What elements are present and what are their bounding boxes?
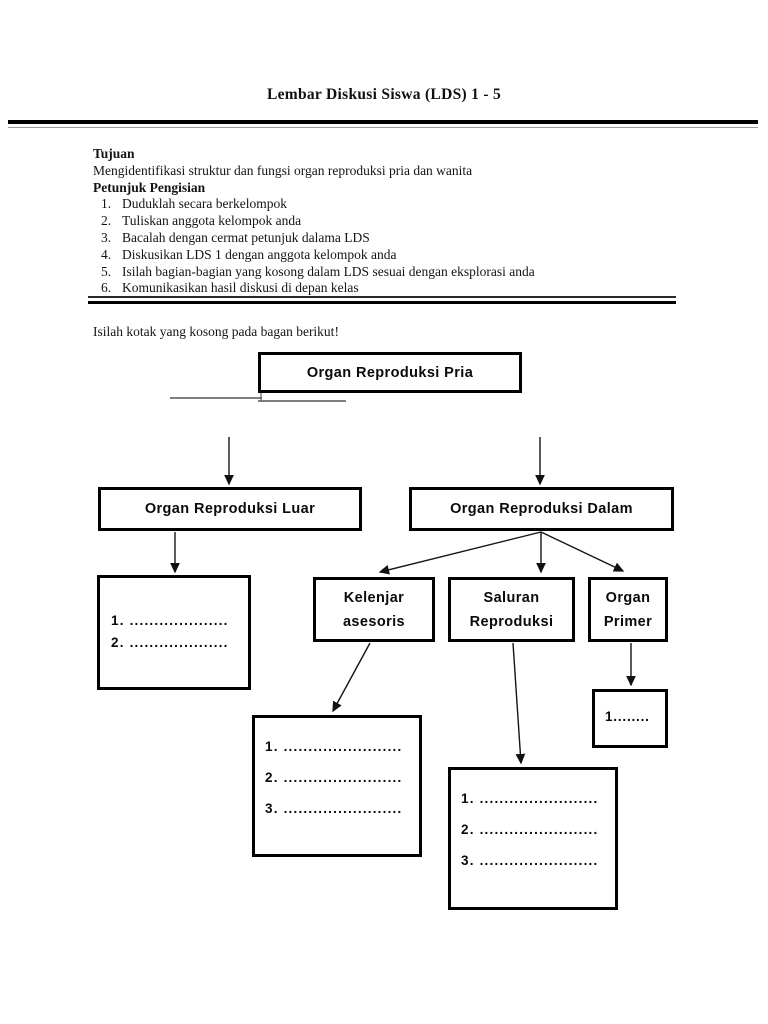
instruction-item: 1. Duduklah secara berkelompok bbox=[93, 196, 713, 213]
arrow-dalam-to-kelenjar bbox=[378, 531, 542, 575]
instruction-text: Duduklah secara berkelompok bbox=[122, 196, 287, 212]
instruction-number: 6. bbox=[101, 280, 112, 296]
tujuan-text: Mengidentifikasi struktur dan fungsi org… bbox=[93, 162, 473, 178]
diagram-box-organ-primer: Organ Primer bbox=[588, 577, 668, 642]
diagram-prompt: Isilah kotak yang kosong pada bagan beri… bbox=[93, 324, 339, 339]
blank-line: 3. ........................ bbox=[461, 853, 599, 868]
instruction-text: Isilah bagian-bagian yang kosong dalam L… bbox=[122, 263, 535, 279]
instruction-item: 2. Tuliskan anggota kelompok anda bbox=[93, 213, 713, 230]
blank-line: 2. ........................ bbox=[461, 822, 599, 837]
blank-line: 2. ........................ bbox=[265, 770, 403, 785]
instruction-number: 4. bbox=[101, 246, 112, 262]
instruction-text: Komunikasikan hasil diskusi di depan kel… bbox=[122, 280, 359, 296]
instruction-item: 6. Komunikasikan hasil diskusi di depan … bbox=[93, 280, 713, 297]
instruction-text: Bacalah dengan cermat petunjuk dalama LD… bbox=[122, 229, 370, 245]
instruction-item: 4. Diskusikan LDS 1 dengan anggota kelom… bbox=[93, 247, 713, 264]
root-underline bbox=[170, 393, 346, 402]
arrow-saluran-to-blanks bbox=[512, 642, 526, 765]
box-label: Organ bbox=[605, 589, 651, 606]
box-label: Saluran bbox=[483, 589, 540, 606]
diagram-box-kelenjar-asesoris: Kelenjar asesoris bbox=[313, 577, 435, 642]
diagram-box-organ-reproduksi-luar: Organ Reproduksi Luar bbox=[98, 487, 362, 531]
intro-text-block: Tujuan Mengidentifikasi struktur dan fun… bbox=[93, 146, 713, 297]
instruction-text: Diskusikan LDS 1 dengan anggota kelompok… bbox=[122, 246, 397, 262]
diagram-box-organ-reproduksi-pria: Organ Reproduksi Pria bbox=[258, 352, 522, 393]
box-label: asesoris bbox=[342, 613, 406, 630]
box-label: Reproduksi bbox=[469, 613, 554, 630]
arrow-dalam-to-primer bbox=[540, 531, 625, 572]
diagram-box-organ-reproduksi-dalam: Organ Reproduksi Dalam bbox=[409, 487, 674, 531]
instruction-item: 5. Isilah bagian-bagian yang kosong dala… bbox=[93, 264, 713, 281]
instruction-number: 5. bbox=[101, 263, 112, 279]
page-title: Lembar Diskusi Siswa (LDS) 1 - 5 bbox=[266, 86, 502, 103]
instruction-number: 2. bbox=[101, 213, 112, 229]
blank-line: 2. .................... bbox=[111, 635, 229, 650]
blank-line: 1. ........................ bbox=[265, 739, 403, 754]
diagram-box-saluran-reproduksi: Saluran Reproduksi bbox=[448, 577, 575, 642]
box-label: Primer bbox=[603, 613, 653, 630]
section-divider-rule bbox=[88, 296, 676, 304]
blank-line: 1. ........................ bbox=[461, 791, 599, 806]
diagram-blank-box-saluran: 1. ........................ 2. .........… bbox=[448, 767, 618, 910]
blank-line: 1........ bbox=[605, 709, 650, 724]
diagram-blank-box-kelenjar: 1. ........................ 2. .........… bbox=[252, 715, 422, 857]
header-rule bbox=[8, 120, 758, 128]
blank-line: 3. ........................ bbox=[265, 801, 403, 816]
diagram-blank-box-luar: 1. .................... 2. .............… bbox=[97, 575, 251, 690]
box-label: Organ Reproduksi Luar bbox=[144, 501, 316, 517]
instruction-item: 3. Bacalah dengan cermat petunjuk dalama… bbox=[93, 230, 713, 247]
petunjuk-heading: Petunjuk Pengisian bbox=[93, 179, 206, 195]
box-label: Organ Reproduksi Dalam bbox=[450, 501, 633, 517]
blank-line: 1. .................... bbox=[111, 613, 229, 628]
tujuan-heading: Tujuan bbox=[93, 146, 135, 161]
instruction-number: 1. bbox=[101, 196, 112, 212]
box-label: Organ Reproduksi Pria bbox=[306, 364, 474, 381]
arrow-kelenjar-to-blanks bbox=[332, 642, 371, 713]
diagram-blank-box-primer: 1........ bbox=[592, 689, 668, 748]
box-label: Kelenjar bbox=[343, 589, 405, 606]
instruction-text: Tuliskan anggota kelompok anda bbox=[122, 213, 302, 229]
instruction-number: 3. bbox=[101, 229, 112, 245]
